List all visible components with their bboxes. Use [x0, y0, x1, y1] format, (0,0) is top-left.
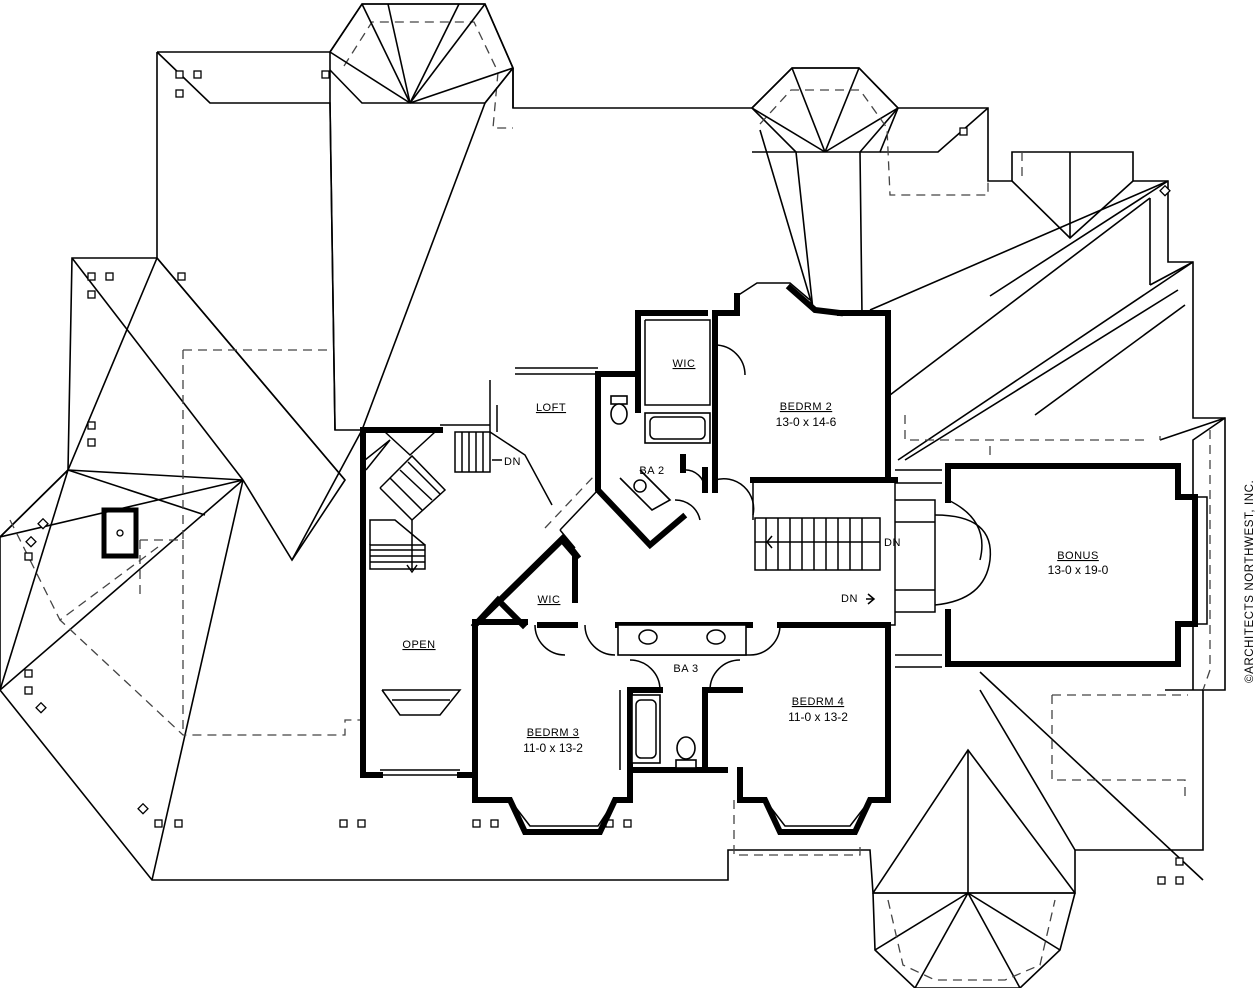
- stair-center-dn-label: DN: [884, 537, 901, 549]
- room-ba3-label: BA 3: [673, 663, 698, 675]
- room-labels: LOFT WIC BEDRM 2 13-0 x 14-6 BA 2 BONUS …: [402, 358, 1256, 755]
- main-stair: [364, 431, 491, 574]
- room-bedrm3-label: BEDRM 3: [527, 727, 579, 739]
- center-stair: [754, 517, 881, 571]
- room-bonus-size: 13-0 x 19-0: [1048, 563, 1109, 577]
- bonus-stair: [895, 499, 992, 613]
- room-bonus-label: BONUS: [1057, 550, 1099, 562]
- room-ba2-label: BA 2: [639, 465, 664, 477]
- floor-fixtures: [364, 344, 992, 827]
- stair-main-dn-label: DN: [504, 456, 521, 468]
- room-bedrm2-size: 13-0 x 14-6: [776, 415, 837, 429]
- floor-walls: [360, 282, 1208, 835]
- room-loft-label: LOFT: [536, 402, 566, 414]
- room-wic-lower-label: WIC: [538, 594, 561, 606]
- stair-bonus-dn-label: DN: [841, 593, 858, 605]
- room-bedrm4-label: BEDRM 4: [792, 696, 844, 708]
- architect-credit: ©ARCHITECTS NORTHWEST, INC.: [1244, 480, 1256, 683]
- room-bedrm3-size: 11-0 x 13-2: [523, 741, 583, 755]
- room-wic-upper-label: WIC: [673, 358, 696, 370]
- room-bedrm2-label: BEDRM 2: [780, 401, 832, 413]
- roof-vents: [24, 70, 1184, 885]
- roof-lines: [0, 3, 1226, 988]
- room-open-label: OPEN: [402, 639, 435, 651]
- room-bedrm4-size: 11-0 x 13-2: [788, 710, 848, 724]
